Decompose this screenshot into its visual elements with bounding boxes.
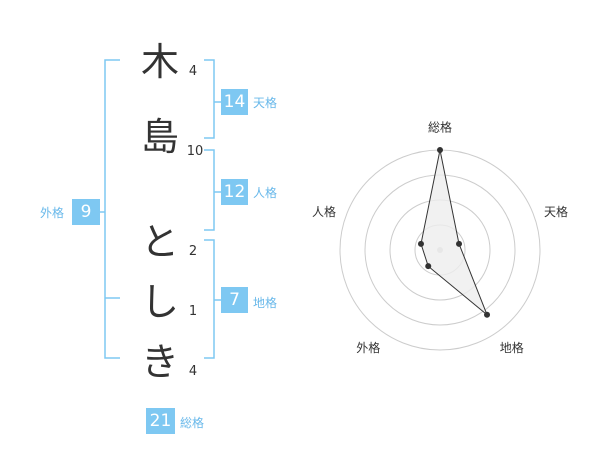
tenkaku-value-badge: 14 xyxy=(221,89,248,115)
radar-axis-label-3: 地格 xyxy=(500,340,524,355)
radar-axis-label-1: 総格 xyxy=(428,120,452,135)
radar-polygon xyxy=(420,149,488,316)
stroke-count-1: 4 xyxy=(188,64,198,79)
radar-point-4 xyxy=(425,263,432,270)
radar-points xyxy=(417,147,491,318)
radar-point-1 xyxy=(437,147,443,153)
stroke-count-2: 10 xyxy=(186,144,204,159)
name-char-4: し xyxy=(140,280,179,324)
radar-point-2 xyxy=(456,240,463,247)
radar-axis-label-2: 天格 xyxy=(544,204,568,219)
tenkaku-label: 天格 xyxy=(253,96,278,110)
name-char-1: 木 xyxy=(140,40,179,84)
bracket-gaikaku xyxy=(104,59,120,359)
radar-axis-label-4: 外格 xyxy=(356,340,380,355)
stroke-count-4: 1 xyxy=(188,304,198,319)
radar-point-5 xyxy=(417,240,424,247)
soukaku-value-badge: 21 xyxy=(146,408,175,434)
jinkaku-label: 人格 xyxy=(253,186,278,200)
bracket-jinkaku xyxy=(204,149,215,231)
bracket-chikaku xyxy=(204,239,215,359)
soukaku-label: 総格 xyxy=(180,416,205,430)
stroke-count-3: 2 xyxy=(188,244,198,259)
name-char-3: と xyxy=(140,220,179,264)
name-char-5: き xyxy=(140,340,179,384)
radar-axis-label-5: 人格 xyxy=(312,204,336,219)
jinkaku-value-badge: 12 xyxy=(221,179,248,205)
chikaku-label: 地格 xyxy=(253,296,278,310)
bracket-tenkaku xyxy=(204,59,215,139)
chikaku-value-badge: 7 xyxy=(221,287,248,313)
name-char-2: 島 xyxy=(140,115,179,159)
stroke-count-5: 4 xyxy=(188,364,198,379)
radar-point-3 xyxy=(484,311,491,318)
gaikaku-label: 外格 xyxy=(40,206,65,220)
gaikaku-value-badge: 9 xyxy=(72,199,100,225)
